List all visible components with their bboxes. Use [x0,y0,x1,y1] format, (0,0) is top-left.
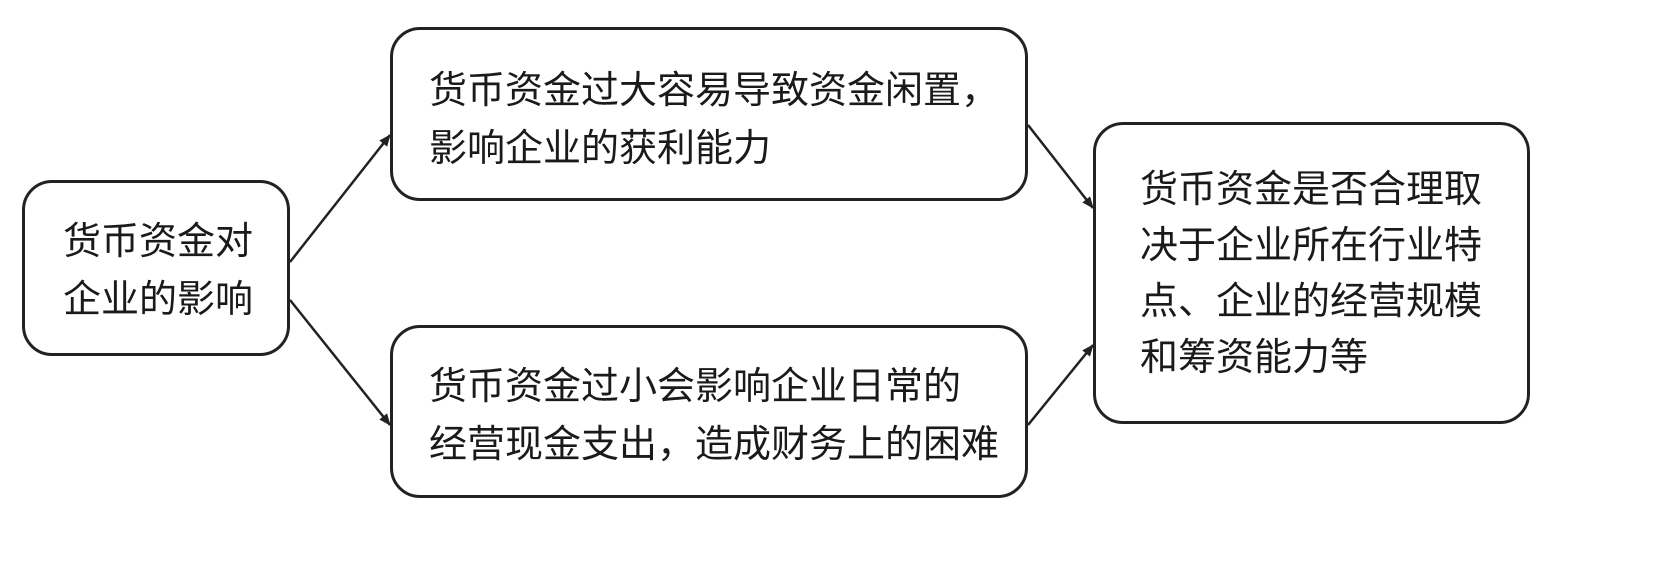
too-small-box: 货币资金过小会影响企业日常的 经营现金支出，造成财务上的困难 [390,325,1028,498]
too-large-line-2: 影响企业的获利能力 [429,126,772,170]
too-small-line-1: 货币资金过小会影响企业日常的 [429,364,962,408]
source-box: 货币资金对 企业的影响 [22,180,290,356]
arrow-source-to-too-small [289,299,391,426]
conclusion-line-3: 点、企业的经营规模 [1140,279,1483,323]
too-small-line-2: 经营现金支出，造成财务上的困难 [429,422,1000,466]
arrow-source-to-too-large [289,134,391,263]
too-large-line-1: 货币资金过大容易导致资金闲置， [429,68,1000,112]
source-line-1: 货币资金对 [63,219,254,263]
conclusion-line-4: 和筹资能力等 [1140,335,1369,379]
conclusion-line-2: 决于企业所在行业特 [1140,223,1483,267]
arrow-too-large-to-conclusion [1027,124,1094,209]
source-line-2: 企业的影响 [63,277,254,321]
too-large-box: 货币资金过大容易导致资金闲置， 影响企业的获利能力 [390,27,1028,201]
conclusion-box: 货币资金是否合理取 决于企业所在行业特 点、企业的经营规模 和筹资能力等 [1093,122,1530,424]
conclusion-line-1: 货币资金是否合理取 [1140,167,1483,211]
arrow-too-small-to-conclusion [1027,344,1094,426]
